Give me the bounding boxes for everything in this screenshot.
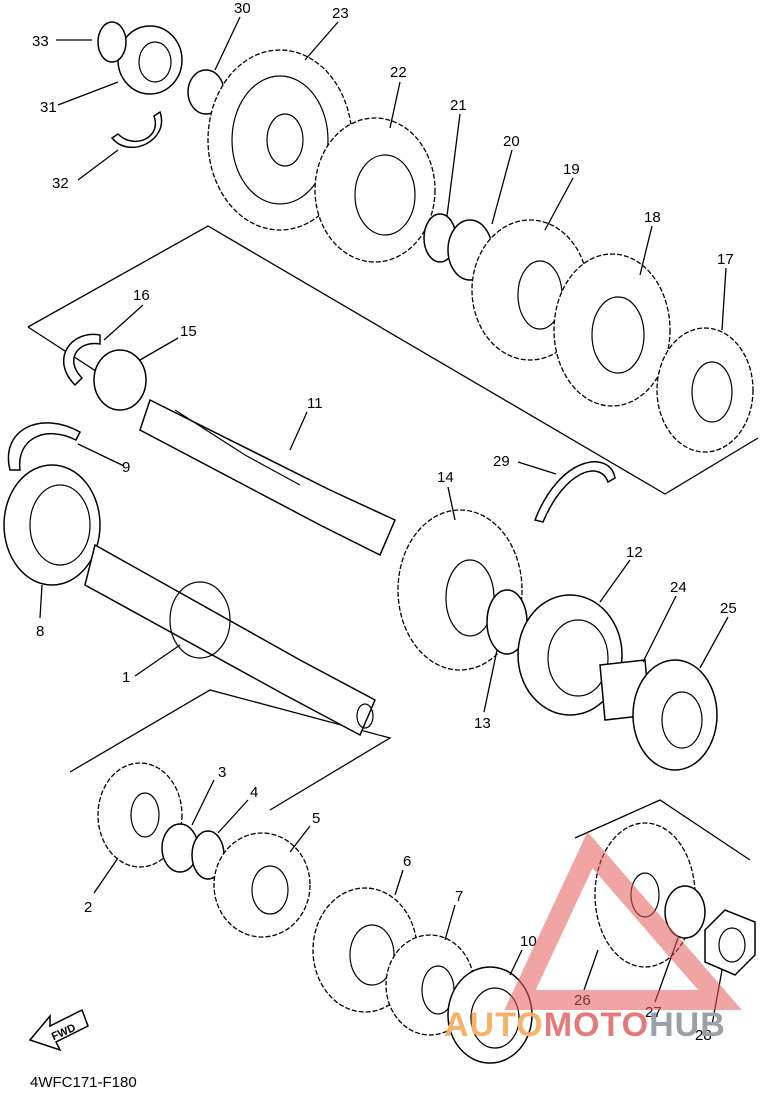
diagram-code: 4WFC171-F180	[30, 1074, 137, 1091]
watermark-triangle-icon	[504, 831, 742, 1010]
gear-18	[553, 253, 671, 407]
circlip-32	[110, 110, 163, 149]
callout-13: 13	[474, 715, 491, 732]
callout-25: 25	[720, 600, 737, 617]
callout-30: 30	[234, 0, 251, 17]
callout-22: 22	[390, 64, 407, 81]
callout-1: 1	[122, 669, 130, 686]
callout-16: 16	[133, 287, 150, 304]
washer-15	[93, 349, 147, 411]
fwd-arrow-icon: FWD	[28, 1008, 89, 1052]
callout-10: 10	[520, 933, 537, 950]
callout-33: 33	[32, 33, 49, 50]
callout-15: 15	[180, 323, 197, 340]
callout-21: 21	[450, 97, 467, 114]
callout-23: 23	[332, 5, 349, 22]
callout-18: 18	[644, 209, 661, 226]
lock-washer-27	[664, 885, 706, 939]
callout-2: 2	[84, 899, 92, 916]
circlip-16	[63, 333, 101, 387]
watermark-part-2: MOTO	[543, 1006, 650, 1044]
callout-5: 5	[312, 810, 320, 827]
callout-8: 8	[36, 623, 44, 640]
leader-lines	[39, 16, 729, 1026]
callout-4: 4	[250, 784, 258, 801]
watermark-part-3: HUB	[649, 1006, 726, 1044]
callout-17: 17	[717, 251, 734, 268]
callout-31: 31	[40, 99, 57, 116]
watermark-logo: AUTOMOTOHUB	[444, 1006, 726, 1045]
gear-5	[213, 832, 311, 938]
gear-2	[97, 762, 183, 868]
callout-7: 7	[455, 888, 463, 905]
callout-11: 11	[307, 395, 323, 412]
bearing-12	[517, 594, 623, 716]
watermark-part-1: AUTO	[444, 1006, 544, 1044]
circlip-9	[7, 422, 81, 471]
callout-32: 32	[52, 175, 69, 192]
gear-22	[314, 117, 436, 263]
group-outline-sprocket	[574, 799, 751, 861]
callout-28: 28	[695, 1027, 712, 1044]
group-outline-top	[27, 225, 759, 495]
nut-28	[704, 909, 756, 976]
callout-24: 24	[670, 579, 687, 596]
oil-seal-25	[632, 659, 718, 771]
callout-29: 29	[493, 453, 510, 470]
callout-3: 3	[218, 764, 226, 781]
callout-9: 9	[122, 459, 130, 476]
group-outline-bottom	[69, 689, 392, 811]
circlip-29	[533, 461, 616, 523]
bearing-8	[3, 464, 101, 586]
shaft-11	[139, 398, 396, 557]
callout-12: 12	[626, 544, 643, 561]
gear-17	[656, 327, 754, 453]
callout-20: 20	[503, 133, 520, 150]
callout-19: 19	[563, 161, 580, 178]
callout-14: 14	[437, 469, 454, 486]
bearing-10	[447, 966, 533, 1064]
callout-6: 6	[403, 853, 411, 870]
shaft-1	[84, 543, 376, 737]
bearing-31	[97, 21, 183, 95]
